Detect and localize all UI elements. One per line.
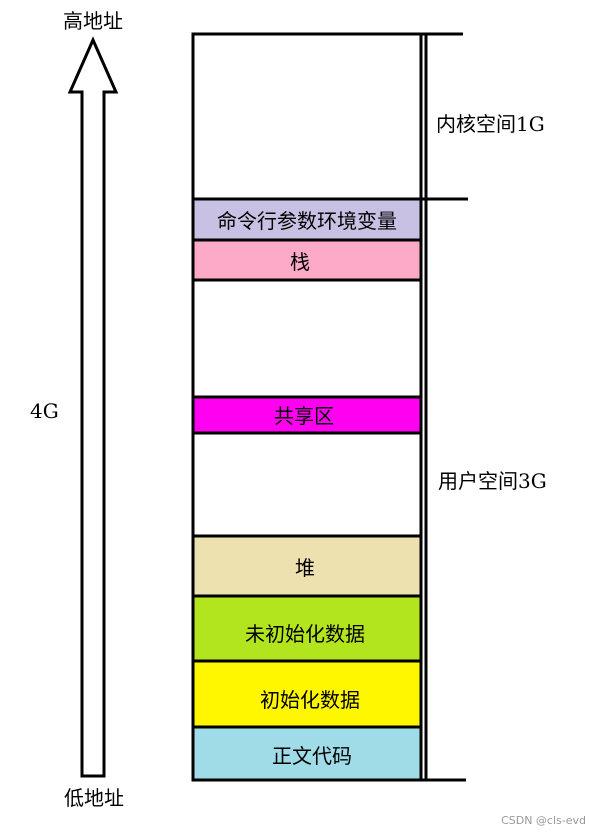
segment-bss: [193, 596, 421, 661]
segment-bss-label: 未初始化数据: [245, 622, 365, 646]
high-address-label: 高地址: [63, 9, 123, 33]
segment-data: [193, 661, 421, 727]
watermark-text: CSDN @cls-evd: [501, 814, 586, 827]
segment-shared: [193, 397, 421, 433]
total-size-label: 4G: [30, 399, 59, 423]
segment-text-label: 正文代码: [272, 744, 352, 768]
segment-data-label: 初始化数据: [260, 688, 360, 712]
space-brackets: [421, 32, 468, 782]
low-address-label: 低地址: [64, 786, 124, 810]
segment-heap-label: 堆: [295, 556, 315, 580]
segment-stack: [193, 240, 421, 280]
memory-segments: [193, 34, 421, 780]
segment-gap-upper: [193, 280, 421, 397]
kernel-space-label: 内核空间1G: [436, 112, 545, 136]
segment-stack-label: 栈: [290, 250, 310, 274]
segment-dividers: [193, 197, 421, 729]
user-space-label: 用户空间3G: [438, 469, 547, 493]
segment-shared-label: 共享区: [274, 404, 334, 428]
segment-heap: [193, 536, 421, 596]
segment-kernel: [193, 34, 421, 199]
segment-env: [193, 199, 421, 240]
address-direction-arrow: [67, 36, 119, 778]
segment-env-label: 命令行参数环境变量: [217, 209, 397, 233]
segment-text: [193, 727, 421, 780]
memory-column-border: [191, 32, 423, 782]
segment-gap-lower: [193, 433, 421, 536]
